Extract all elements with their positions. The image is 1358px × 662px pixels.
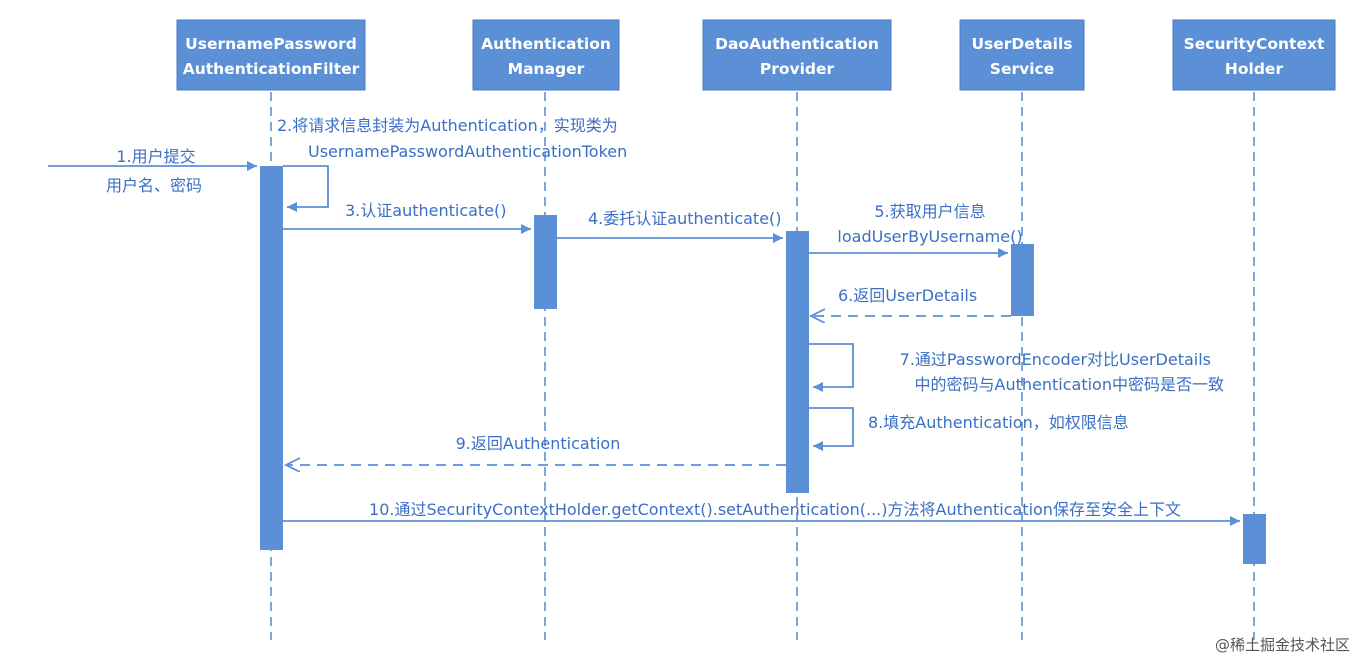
activation-manager xyxy=(534,215,557,309)
participant-contextholder-line2: Holder xyxy=(1225,60,1284,78)
participant-contextholder-line1: SecurityContext xyxy=(1184,35,1325,53)
participant-manager-line1: Authentication xyxy=(481,35,611,53)
participant-provider-line2: Provider xyxy=(760,60,835,78)
participant-filter-line2: AuthenticationFilter xyxy=(183,60,360,78)
message-7-label-line1: 7.通过PasswordEncoder对比UserDetails xyxy=(900,350,1211,369)
message-5-label-line1: 5.获取用户信息 xyxy=(874,202,985,221)
message-9-label: 9.返回Authentication xyxy=(456,434,621,453)
message-10-label: 10.通过SecurityContextHolder.getContext().… xyxy=(369,500,1181,519)
participant-provider: DaoAuthentication Provider xyxy=(702,19,892,91)
participant-provider-line1: DaoAuthentication xyxy=(715,35,879,53)
message-7-arrow xyxy=(809,343,854,392)
message-3-label: 3.认证authenticate() xyxy=(345,201,507,220)
message-2-label-line1: 2.将请求信息封装为Authentication，实现类为 xyxy=(277,116,618,135)
participant-filter-line1: UsernamePassword xyxy=(185,35,357,53)
activation-provider xyxy=(786,231,809,493)
participant-contextholder: SecurityContext Holder xyxy=(1172,19,1336,91)
participant-manager-line2: Manager xyxy=(508,60,585,78)
message-8-label: 8.填充Authentication，如权限信息 xyxy=(868,413,1129,432)
message-1-label-line2: 用户名、密码 xyxy=(106,176,202,195)
message-1-label-line1: 1.用户提交 xyxy=(116,147,195,166)
participant-userdetails-line1: UserDetails xyxy=(971,35,1072,53)
watermark-text: @稀土掘金技术社区 xyxy=(1215,636,1350,654)
message-6-label: 6.返回UserDetails xyxy=(838,286,977,305)
message-8-arrow xyxy=(809,407,854,451)
message-4-label: 4.委托认证authenticate() xyxy=(588,209,782,228)
activation-contextholder xyxy=(1243,514,1266,564)
message-2-label-line2: UsernamePasswordAuthenticationToken xyxy=(308,142,627,161)
message-2-arrow xyxy=(283,165,329,212)
activation-userdetails xyxy=(1011,244,1034,316)
participant-manager: Authentication Manager xyxy=(472,19,620,91)
participant-filter: UsernamePassword AuthenticationFilter xyxy=(176,19,366,91)
message-5-label-line2: loadUserByUsername() xyxy=(837,227,1022,246)
message-7-label-line2: 中的密码与Authentication中密码是否一致 xyxy=(915,375,1224,394)
activation-filter xyxy=(260,166,283,550)
participant-userdetails-line2: Service xyxy=(990,60,1054,78)
participant-userdetails: UserDetails Service xyxy=(959,19,1085,91)
